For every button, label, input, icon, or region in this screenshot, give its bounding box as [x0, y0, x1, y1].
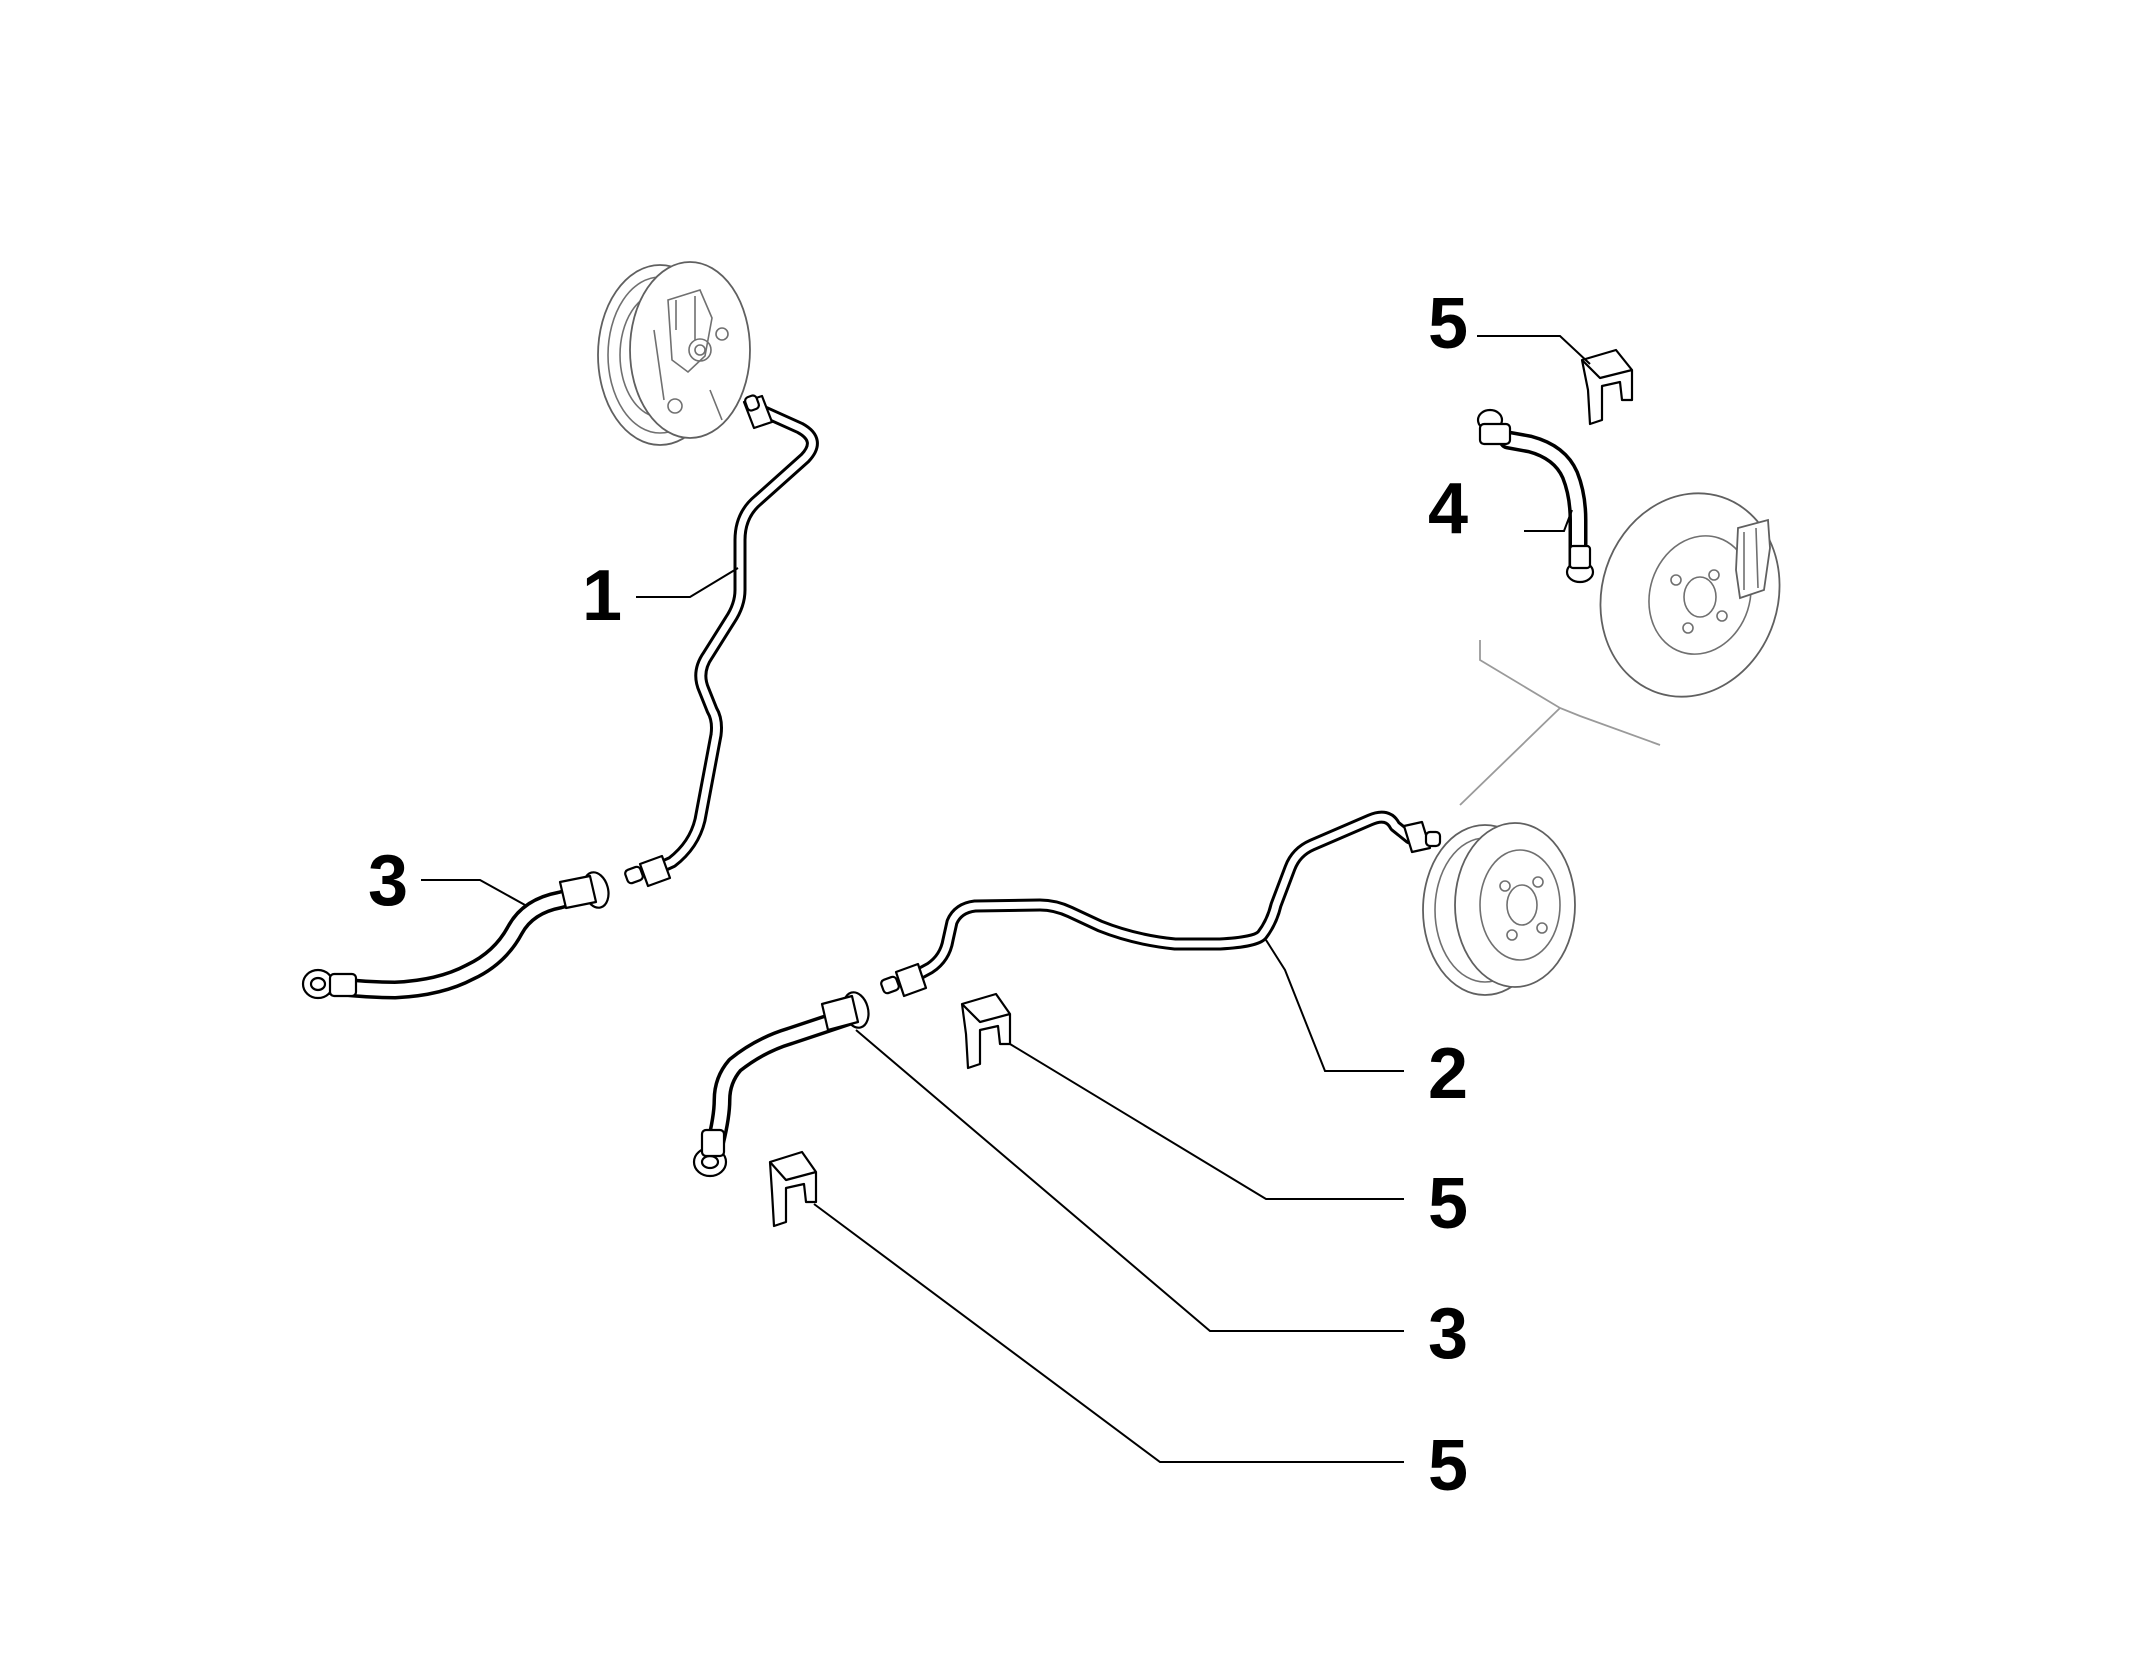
leader-5-top — [1477, 335, 1591, 365]
callout-1: 1 — [582, 556, 622, 636]
brake-pipe-clip-5-middle — [960, 992, 1012, 1070]
brake-pipe-clip-5-top — [1580, 348, 1634, 426]
brake-pipe-clip-5-bottom — [768, 1150, 818, 1228]
leader-3-centre — [855, 1029, 1404, 1332]
callout-5-middle: 5 — [1428, 1164, 1468, 1244]
leader-5-middle — [1009, 1043, 1404, 1200]
callout-3-centre: 3 — [1428, 1294, 1468, 1374]
rear-brake-drum — [1422, 822, 1576, 996]
leader-lines — [421, 335, 1591, 1463]
callout-5-bottom: 5 — [1428, 1426, 1468, 1506]
callout-3-left: 3 — [368, 841, 408, 921]
leader-1 — [636, 567, 739, 598]
brake-pipe-1 — [624, 394, 819, 888]
leader-4 — [1524, 509, 1573, 532]
callout-4: 4 — [1428, 469, 1468, 549]
callout-2: 2 — [1428, 1034, 1468, 1114]
leader-2 — [1265, 939, 1404, 1072]
leader-5-bottom — [813, 1203, 1404, 1463]
callout-5-top: 5 — [1428, 284, 1468, 364]
brake-hose-3-left — [301, 871, 610, 1000]
rear-drum-backing-plate — [597, 261, 751, 446]
brake-hose-3-centre — [692, 991, 870, 1178]
rear-brake-disc — [1599, 492, 1781, 698]
alternative-fitment-guide — [1459, 640, 1661, 806]
brake-pipe-2 — [880, 810, 1442, 998]
brake-hose-4 — [1476, 408, 1595, 584]
leader-3-left — [421, 879, 526, 906]
